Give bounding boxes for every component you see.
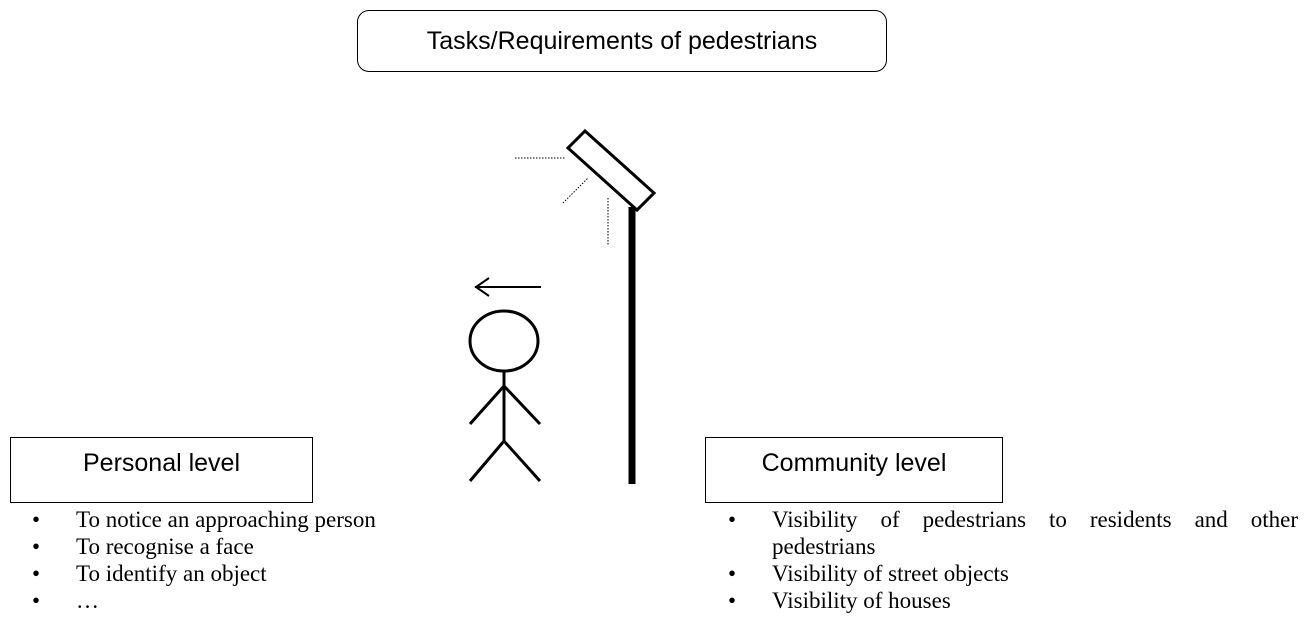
walking-direction-arrow bbox=[474, 277, 541, 297]
pedestrian-head bbox=[468, 309, 540, 373]
list-item: To notice an approaching person bbox=[12, 506, 572, 533]
lamp-head bbox=[565, 128, 657, 213]
list-item: Visibility of street objects bbox=[708, 560, 1298, 587]
list-item: Visibility of pedestrians to residents a… bbox=[708, 506, 1298, 560]
diagram-title: Tasks/Requirements of pedestrians bbox=[357, 10, 887, 72]
community-level-list: Visibility of pedestrians to residents a… bbox=[708, 506, 1298, 614]
community-level-heading: Community level bbox=[705, 437, 1003, 503]
personal-level-heading: Personal level bbox=[10, 437, 313, 503]
list-item: To identify an object bbox=[12, 560, 572, 587]
light-ray-diagonal bbox=[562, 177, 589, 204]
list-item: … bbox=[12, 587, 572, 614]
pedestrian-figure bbox=[468, 309, 542, 483]
list-item: To recognise a face bbox=[12, 533, 572, 560]
personal-level-list: To notice an approaching person To recog… bbox=[12, 506, 572, 614]
list-item: Visibility of houses bbox=[708, 587, 1298, 614]
